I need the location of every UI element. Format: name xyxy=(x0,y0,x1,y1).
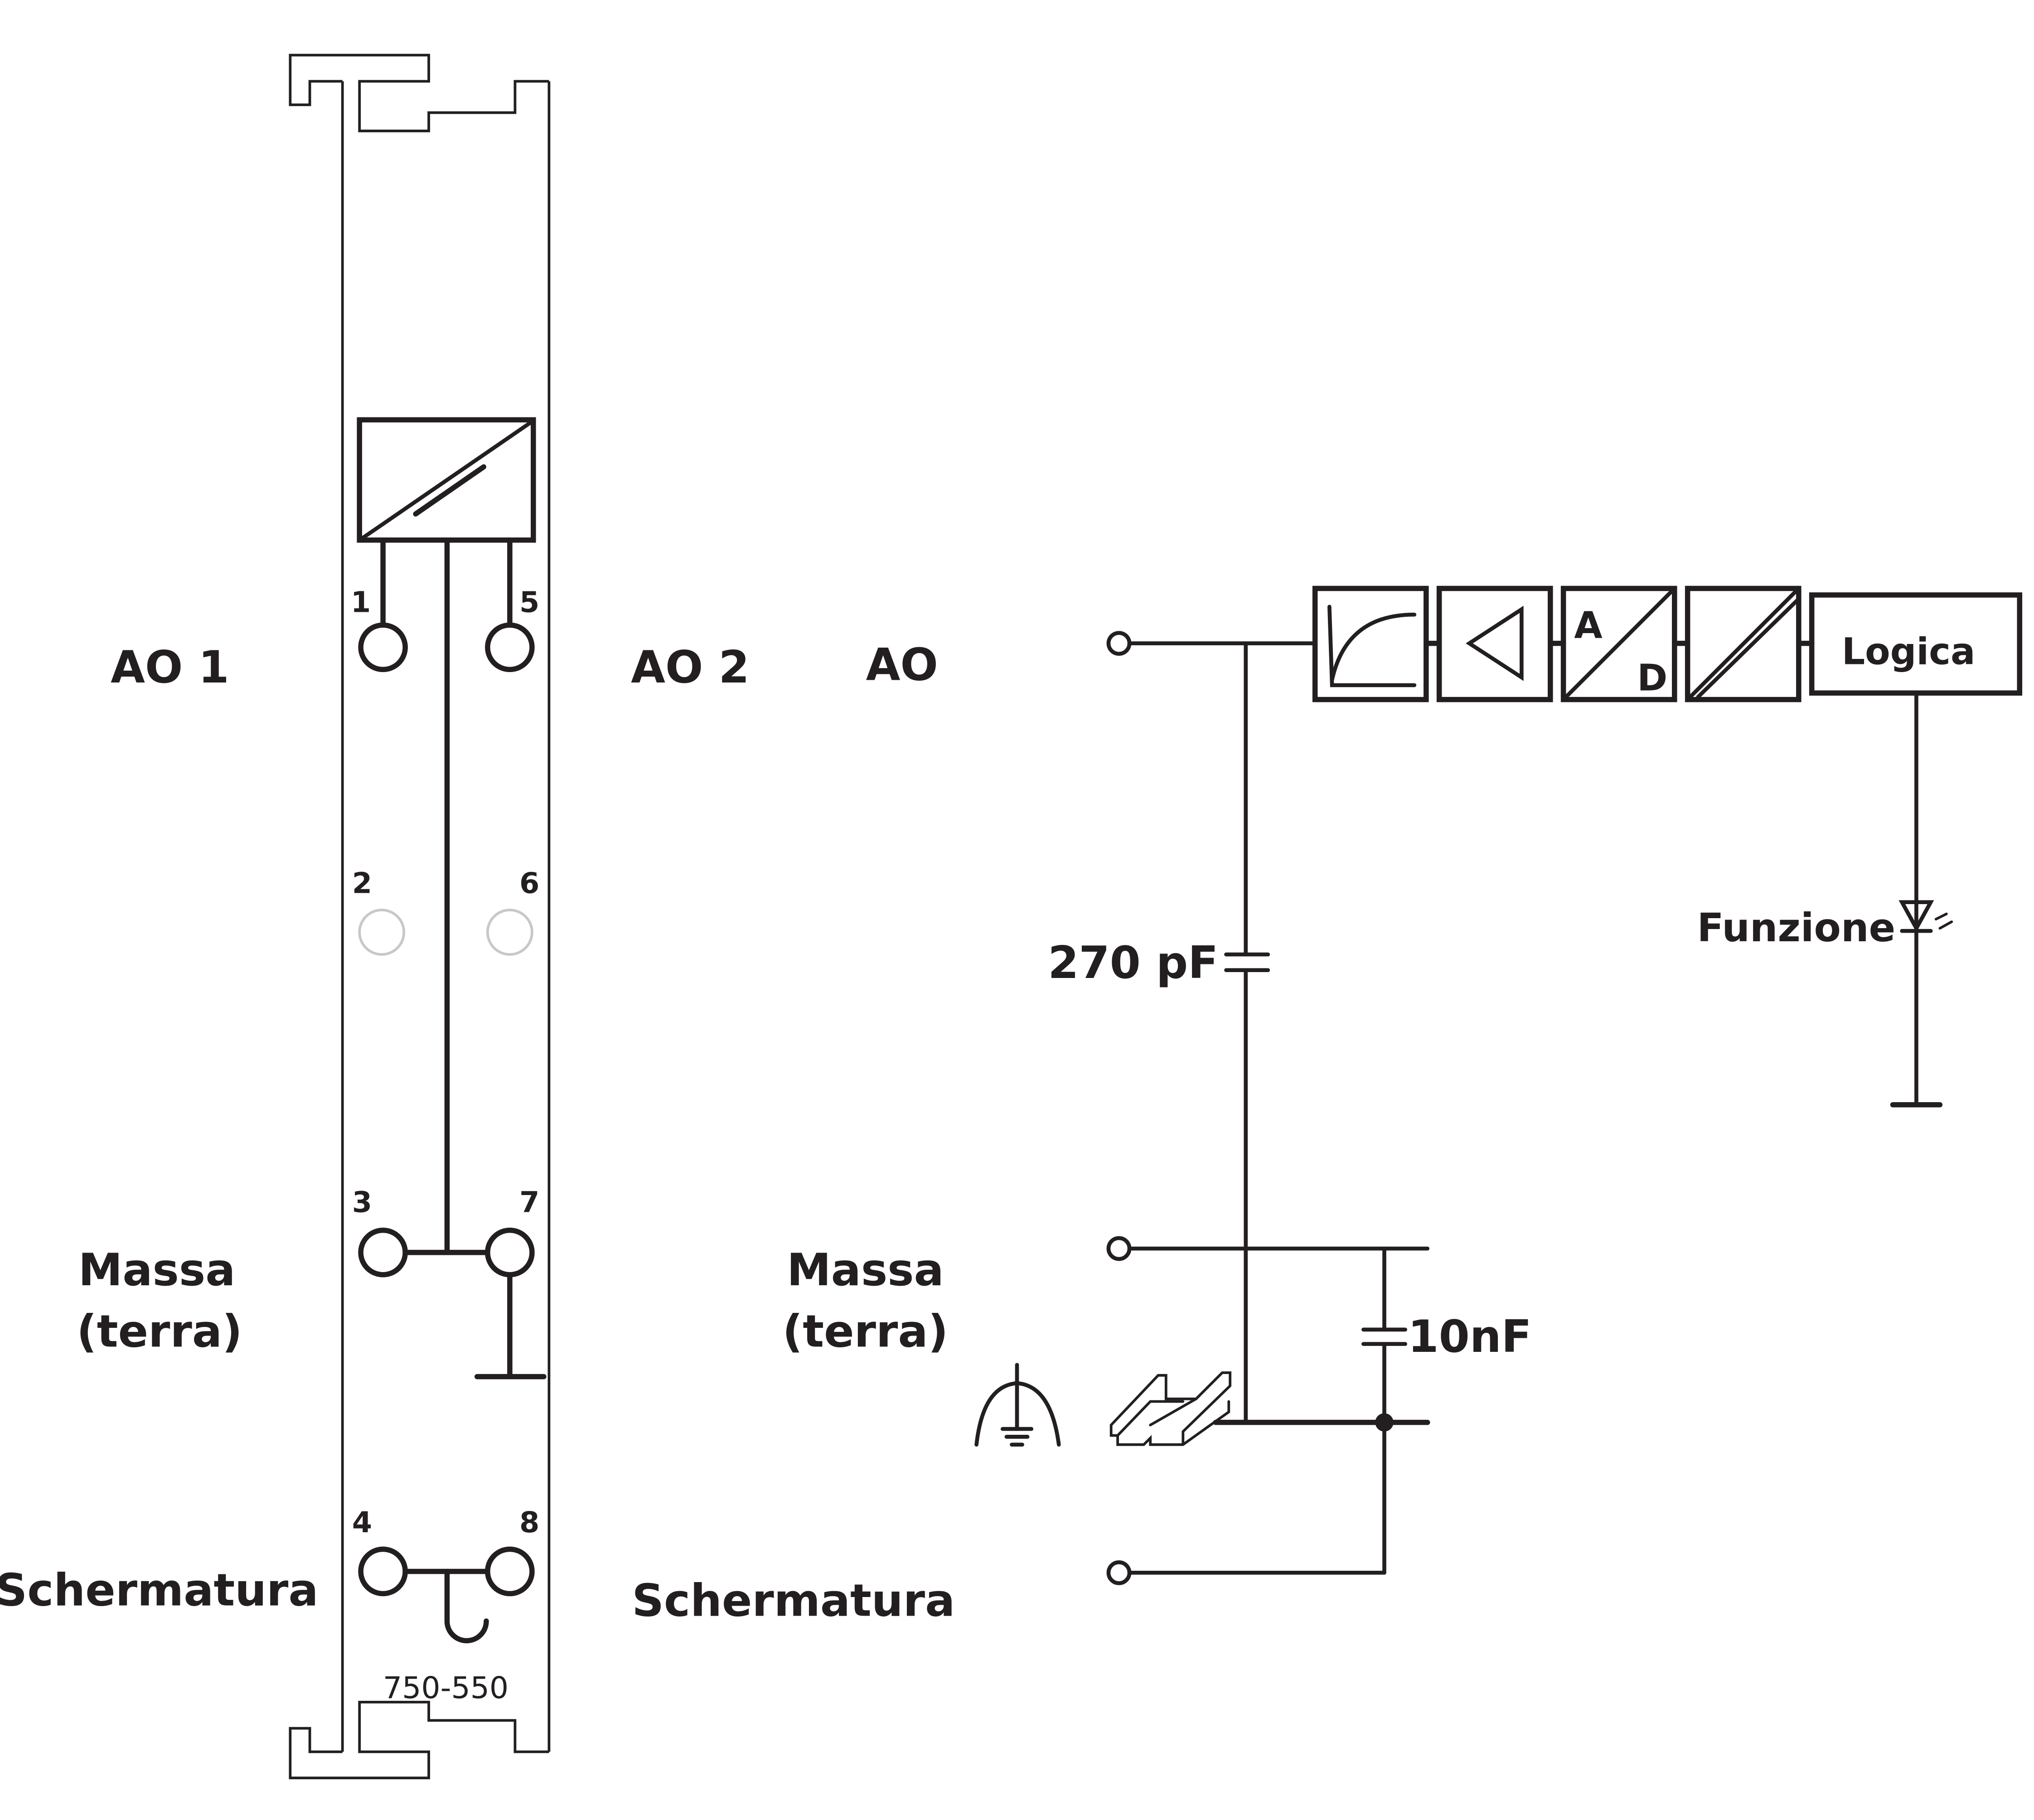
led-icon xyxy=(1898,900,1953,933)
terminal-8[interactable] xyxy=(485,1546,535,1597)
capacitor-270pf-icon xyxy=(1224,952,1270,973)
amplifier-block xyxy=(1436,586,1553,702)
terminal-number-7: 7 xyxy=(519,1185,539,1219)
terminal-number-4: 4 xyxy=(352,1505,372,1539)
module-model: 750-550 xyxy=(383,1670,508,1705)
label-ao2: AO 2 xyxy=(631,642,750,693)
ad-converter-block: A D xyxy=(1560,586,1677,702)
schematic-label-ao: AO xyxy=(866,639,938,691)
terminal-5[interactable] xyxy=(485,622,535,673)
terminal-3[interactable] xyxy=(358,1227,408,1278)
schematic-terminal-shield xyxy=(1106,1560,1132,1585)
terminal-6 xyxy=(486,909,533,956)
terminal-number-6: 6 xyxy=(519,866,539,900)
label-schermatura: Schermatura xyxy=(0,1564,319,1616)
module-housing xyxy=(289,53,551,1780)
terminal-7[interactable] xyxy=(485,1227,535,1278)
protective-earth-icon xyxy=(974,1363,1061,1447)
terminal-number-8: 8 xyxy=(519,1505,539,1539)
terminal-number-5: 5 xyxy=(519,585,539,619)
schematic-label-terra: (terra) xyxy=(782,1306,948,1357)
isolation-block xyxy=(1685,586,1802,702)
label-massa: Massa xyxy=(78,1244,236,1296)
schematic-label-schermatura: Schermatura xyxy=(632,1575,955,1627)
terminal-4[interactable] xyxy=(358,1546,408,1597)
schematic-terminal-massa xyxy=(1106,1236,1132,1261)
cap2-label: 10nF xyxy=(1408,1311,1531,1363)
label-ao1: AO 1 xyxy=(111,642,229,693)
ad-label-d: D xyxy=(1637,657,1667,699)
logic-label: Logica xyxy=(1842,631,1976,673)
converter-symbol xyxy=(357,417,536,543)
shield-hook-icon xyxy=(444,1568,489,1644)
terminal-number-3: 3 xyxy=(352,1185,372,1219)
terminal-number-1: 1 xyxy=(351,585,371,619)
cap1-label: 270 pF xyxy=(1048,937,1218,989)
capacitor-10nf-icon xyxy=(1361,1327,1407,1346)
led-label: Funzione xyxy=(1697,905,1896,951)
terminal-1[interactable] xyxy=(358,622,408,673)
filter-block xyxy=(1312,586,1429,702)
label-terra: (terra) xyxy=(77,1306,242,1357)
junction-dot xyxy=(1375,1413,1394,1432)
terminal-number-2: 2 xyxy=(352,866,372,900)
schematic-terminal-ao xyxy=(1106,631,1132,656)
din-rail-icon xyxy=(1109,1371,1232,1446)
schematic-label-massa: Massa xyxy=(787,1244,944,1296)
terminal-2 xyxy=(358,909,406,956)
ad-label-a: A xyxy=(1574,605,1603,647)
